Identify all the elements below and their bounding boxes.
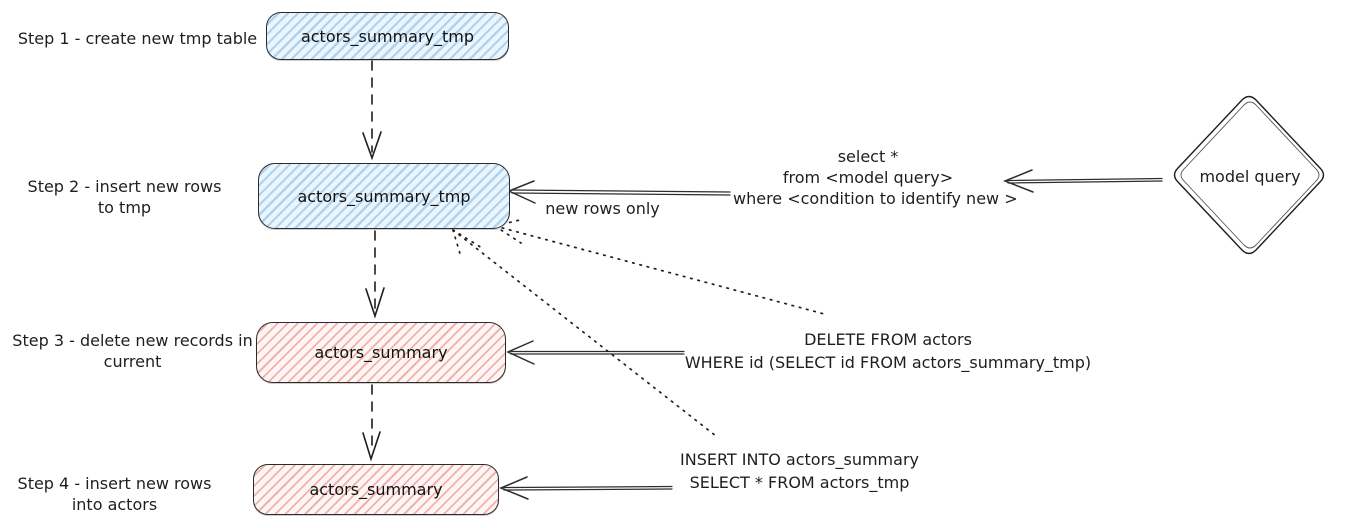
step3-label: Step 3 - delete new records in current <box>5 330 260 372</box>
step2-label-line1: Step 2 - insert new rows <box>27 177 222 196</box>
arrow-step3-to-step4 <box>362 384 381 462</box>
model-query-label: model query <box>1199 167 1301 186</box>
step3-label-line2: current <box>103 352 162 371</box>
step4-label-line2: into actors <box>71 495 158 514</box>
node-actors-summary-tmp-step2-label: actors_summary_tmp <box>297 186 471 206</box>
delete-sql-line1: DELETE FROM actors <box>804 330 972 349</box>
delete-sql-line2: WHERE id (SELECT id FROM actors_summary_… <box>684 352 1092 372</box>
node-actors-summary-step3-label: actors_summary <box>314 343 448 362</box>
node-actors-summary-tmp-step1: actors_summary_tmp <box>266 12 509 60</box>
node-actors-summary-tmp-step1-label: actors_summary_tmp <box>300 26 475 46</box>
step4-label: Step 4 - insert new rows into actors <box>12 473 217 515</box>
insert-sql-line1: INSERT INTO actors_summary <box>680 450 919 469</box>
node-actors-summary-tmp-step2: actors_summary_tmp <box>258 163 510 229</box>
new-rows-only-label: new rows only <box>545 199 660 218</box>
insert-sql-line2: SELECT * FROM actors_tmp <box>689 472 910 492</box>
step2-label: Step 2 - insert new rows to tmp <box>22 176 227 218</box>
arrow-insert-to-actors <box>499 476 673 500</box>
insert-sql-annotation: INSERT INTO actors_summary SELECT * FROM… <box>678 449 921 494</box>
step1-label: Step 1 - create new tmp table <box>10 28 265 49</box>
node-actors-summary-step3: actors_summary <box>256 322 506 383</box>
select-query-line2: from <model query> <box>782 168 954 187</box>
arrow-step2-to-step3 <box>365 230 385 319</box>
select-query-line1: select * <box>837 147 899 166</box>
arrow-step1-to-step2 <box>362 60 382 161</box>
step2-label-line2: to tmp <box>97 198 152 217</box>
arrow-delete-to-current <box>506 340 685 365</box>
step4-label-line1: Step 4 - insert new rows <box>17 474 212 493</box>
delete-sql-annotation: DELETE FROM actors WHERE id (SELECT id F… <box>672 329 1104 374</box>
step3-label-line1: Step 3 - delete new records in <box>12 331 253 350</box>
step1-label-line1: Step 1 - create new tmp table <box>17 29 258 48</box>
dotted-ref-delete-to-tmp <box>494 218 829 316</box>
arrow-model-to-query <box>1002 169 1163 193</box>
node-actors-summary-step4: actors_summary <box>253 464 499 515</box>
select-query-line3: where <condition to identify new > <box>733 189 1018 208</box>
select-query-annotation: select * from <model query> where <condi… <box>733 146 1018 209</box>
node-actors-summary-step4-label: actors_summary <box>309 480 443 499</box>
